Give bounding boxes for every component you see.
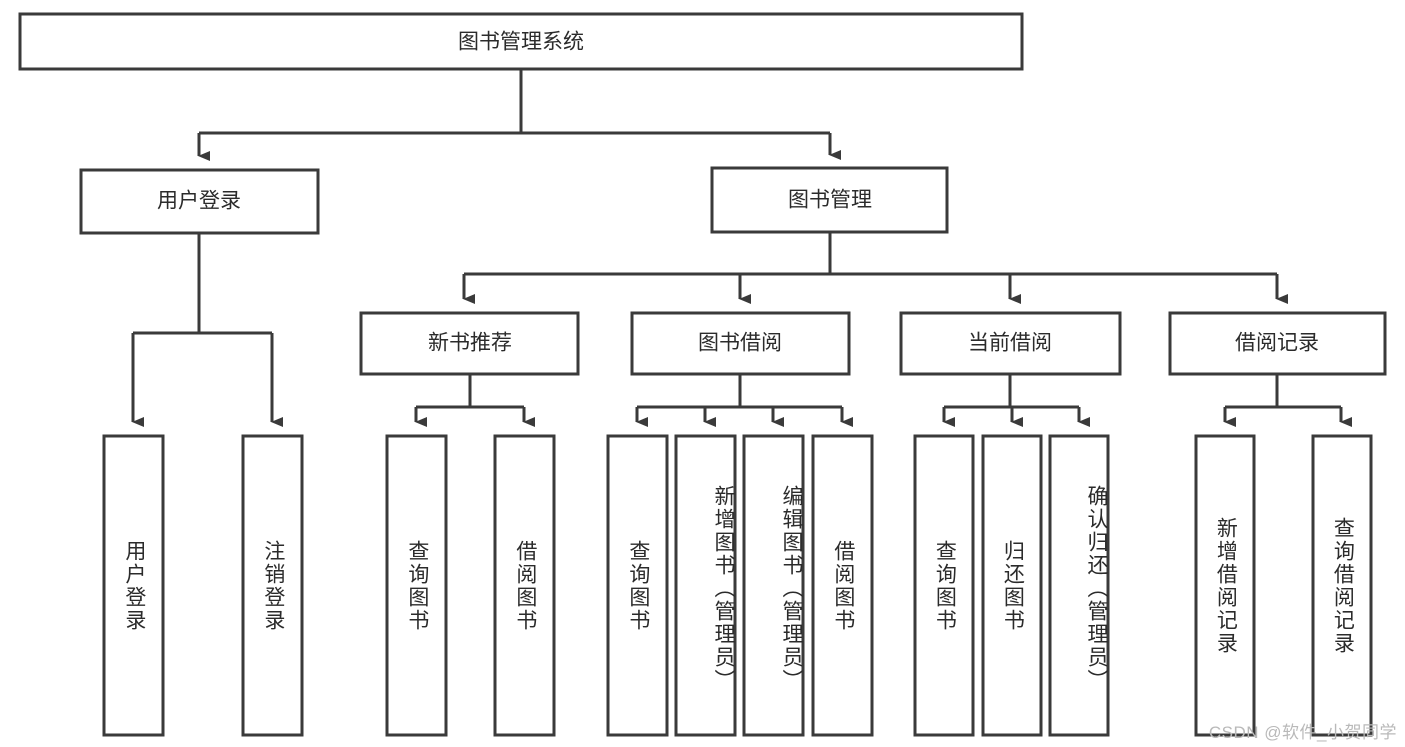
connector-currentborrow-to-leaves <box>942 374 1090 427</box>
leaf-box-query-borrow-record[interactable] <box>1311 434 1373 737</box>
node-new-book-recommend-label: 新书推荐 <box>428 332 512 355</box>
leaf-box-borrow-book-rec[interactable] <box>493 434 556 737</box>
leaf-box-query-book-borrow[interactable] <box>606 434 669 737</box>
node-root[interactable]: 图书管理系统 <box>18 12 1024 71</box>
node-root-label: 图书管理系统 <box>458 31 584 54</box>
node-borrow-record-label: 借阅记录 <box>1235 332 1319 355</box>
leaf-box-query-book-rec[interactable] <box>385 434 448 737</box>
connector-root-to-level2 <box>197 69 841 161</box>
leaf-boxes <box>102 434 1373 737</box>
connector-userlogin-to-leaves <box>131 233 283 427</box>
node-book-manage-label: 图书管理 <box>788 189 872 212</box>
leaf-box-add-book-admin[interactable] <box>674 434 737 737</box>
csdn-watermark: CSDN @软件_小贺同学 <box>1208 723 1397 742</box>
leaf-box-query-book-current[interactable] <box>913 434 975 737</box>
connector-borrowrecord-to-leaves <box>1223 374 1352 427</box>
leaf-box-borrow-book[interactable] <box>811 434 874 737</box>
node-user-login-label: 用户登录 <box>157 190 241 213</box>
node-book-borrow[interactable]: 图书借阅 <box>630 311 851 376</box>
node-new-book-recommend[interactable]: 新书推荐 <box>359 311 580 376</box>
node-borrow-record[interactable]: 借阅记录 <box>1168 311 1387 376</box>
leaf-box-confirm-return-admin[interactable] <box>1048 434 1110 737</box>
connector-bookmanage-to-level3 <box>462 232 1288 304</box>
leaf-box-return-book[interactable] <box>981 434 1043 737</box>
node-book-borrow-label: 图书借阅 <box>698 332 782 355</box>
connector-bookborrow-to-leaves <box>635 374 853 427</box>
node-user-login[interactable]: 用户登录 <box>79 168 320 235</box>
node-current-borrow-label: 当前借阅 <box>968 332 1052 355</box>
connector-newbook-to-leaves <box>414 374 535 427</box>
node-book-manage[interactable]: 图书管理 <box>710 166 949 234</box>
leaf-box-edit-book-admin[interactable] <box>742 434 805 737</box>
leaf-box-add-borrow-record[interactable] <box>1194 434 1256 737</box>
leaf-box-user-login[interactable] <box>102 434 165 737</box>
leaf-box-user-logout[interactable] <box>241 434 304 737</box>
node-current-borrow[interactable]: 当前借阅 <box>899 311 1122 376</box>
